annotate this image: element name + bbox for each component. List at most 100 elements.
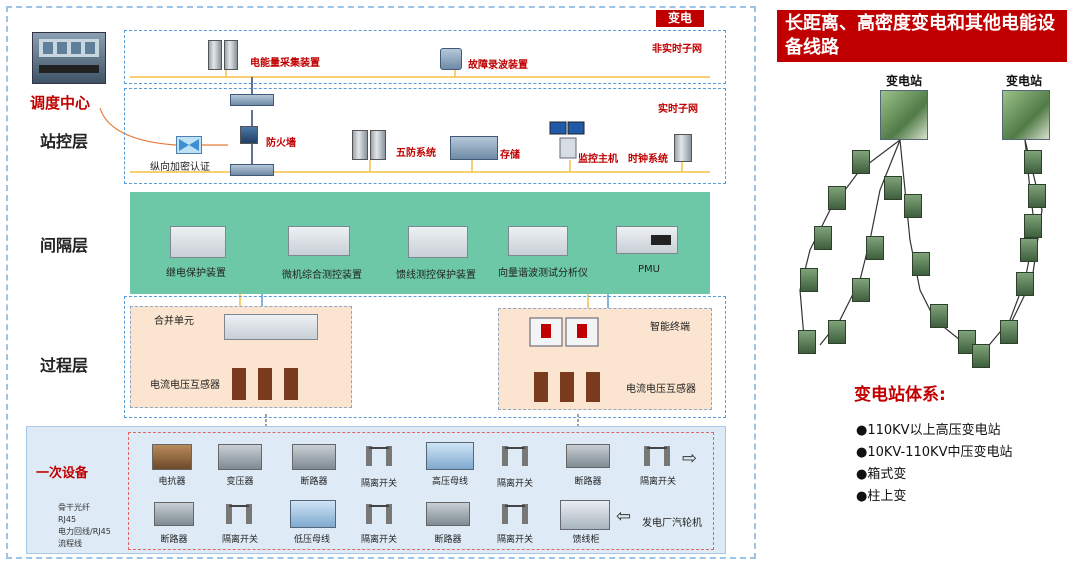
bullet-item: ●10KV-110KV中压变电站 [856, 445, 1013, 460]
primary-equipment-title: 一次设备 [36, 466, 89, 481]
pole-transformer-icon [884, 176, 902, 200]
bullet-item: ●箱式变 [856, 467, 907, 482]
merge-unit-icon [224, 314, 318, 340]
smart-terminal-label: 智能终端 [650, 322, 690, 333]
pole-transformer-icon [1024, 214, 1042, 238]
station-label-2: 变电站 [1006, 74, 1043, 88]
server-icon [674, 134, 692, 162]
pole-transformer-icon [958, 330, 976, 354]
control-room-icon [39, 39, 99, 73]
harmonic-analyzer-icon [508, 226, 568, 256]
equipment-label: 隔离开关 [360, 535, 397, 545]
breaker-icon [154, 502, 194, 526]
pole-transformer-icon [930, 304, 948, 328]
pole-transformer-icon [852, 278, 870, 302]
transformer-icon [218, 444, 262, 470]
disconnector-icon [498, 442, 532, 470]
disconnector-icon [640, 442, 674, 470]
pole-transformer-icon [972, 344, 990, 368]
equipment-label: 隔离开关 [496, 535, 533, 545]
lv-bus-icon [290, 500, 336, 528]
transformer-bushing-icon [530, 368, 604, 406]
realtime-subnet [124, 88, 726, 184]
disconnector-icon [498, 500, 532, 528]
disconnector-shape [502, 504, 528, 524]
equipment-label: 变压器 [226, 477, 254, 487]
breaker-icon [426, 502, 470, 526]
clock-system-label: 时钟系统 [628, 154, 668, 165]
monitor-icon [549, 121, 585, 159]
firewall-icon [240, 126, 258, 144]
firewall-label: 防火墙 [266, 138, 296, 149]
arrow-left-icon: ⇦ [616, 506, 632, 527]
disconnector-icon [222, 500, 256, 528]
pmu-display [651, 235, 671, 245]
ct-vt-left-label: 电流电压互感器 [150, 380, 220, 391]
disconnector-shape [502, 446, 528, 466]
disconnector-icon [362, 500, 396, 528]
substation-tag: 变电 [656, 10, 704, 27]
integrated-measure-label: 微机综合测控装置 [282, 270, 362, 281]
reactor-icon [152, 444, 192, 470]
energy-collection-label: 电能量采集装置 [250, 58, 320, 69]
hv-bus-icon [426, 442, 474, 470]
feeder-protection-label: 馈线测控保护装置 [396, 270, 476, 281]
storage-icon [450, 136, 498, 160]
recorder-icon [440, 48, 462, 70]
pole-transformer-icon [1028, 184, 1046, 208]
pole-transformer-icon [852, 150, 870, 174]
monitor-host-label: 监控主机 [578, 154, 618, 165]
system-title: 变电站体系: [854, 385, 946, 405]
pole-transformer-icon [912, 252, 930, 276]
equipment-label: 隔离开关 [360, 479, 397, 489]
relay-protection-label: 继电保护装置 [166, 268, 226, 279]
dispatch-center-photo [32, 32, 106, 84]
smart-terminal-icon [528, 316, 600, 348]
fault-recorder-label: 故障录波装置 [468, 60, 528, 71]
storage-label: 存储 [500, 150, 520, 161]
pole-transformer-icon [904, 194, 922, 218]
transformer-bushing-icon [228, 364, 302, 404]
pole-transformer-icon [800, 268, 818, 292]
feeder-cabinet-icon [560, 500, 610, 530]
encryption-label: 纵向加密认证 [150, 162, 210, 173]
pole-transformer-icon [866, 236, 884, 260]
non-realtime-subnet-label: 非实时子网 [652, 44, 702, 55]
legend-flow: 流程线 [58, 539, 82, 548]
feeder-protection-icon [408, 226, 468, 258]
disconnector-shape [226, 504, 252, 524]
equipment-label: 隔离开关 [496, 479, 533, 489]
layer-bay: 间隔层 [40, 236, 89, 255]
harmonic-analyzer-label: 向量谐波测试分析仪 [498, 268, 588, 279]
primary-equipment-frame [128, 432, 714, 550]
pole-transformer-icon [1024, 150, 1042, 174]
equipment-label: 高压母线 [431, 477, 468, 487]
equipment-label: 隔离开关 [221, 535, 258, 545]
monitor-host-icon [548, 120, 588, 160]
breaker-icon [292, 444, 336, 470]
legend: 骨干光纤 RJ45 电力回线/RJ45 流程线 [58, 502, 111, 550]
smart-terminal-shape [529, 317, 599, 347]
system-bullets: ●110KV以上高压变电站 ●10KV-110KV中压变电站 ●箱式变 ●柱上变 [856, 420, 1012, 508]
legend-fiber: 骨干光纤 [58, 503, 90, 512]
equipment-label: 低压母线 [293, 535, 330, 545]
equipment-label: 馈线柜 [572, 535, 600, 545]
station-label-1: 变电站 [886, 74, 923, 88]
bullet-item: ●柱上变 [856, 489, 907, 504]
ct-vt-right-label: 电流电压互感器 [626, 384, 696, 395]
arrow-right-icon: ⇨ [682, 448, 698, 469]
pole-transformer-icon [1016, 272, 1034, 296]
bushing-shape [534, 372, 600, 402]
breaker-icon [566, 444, 610, 468]
equipment-label: 隔离开关 [639, 477, 676, 487]
substation-photo [1002, 90, 1050, 140]
pmu-label: PMU [638, 264, 660, 275]
bushing-shape [232, 368, 298, 400]
encryption-device-icon [176, 136, 202, 154]
substation-diagram-frame [6, 6, 756, 559]
process-layer-frame [124, 296, 726, 418]
equipment-label: 断路器 [434, 535, 462, 545]
right-title: 长距离、高密度变电和其他电能设备线路 [777, 10, 1067, 62]
pole-transformer-icon [814, 226, 832, 250]
server-icon [224, 40, 238, 70]
